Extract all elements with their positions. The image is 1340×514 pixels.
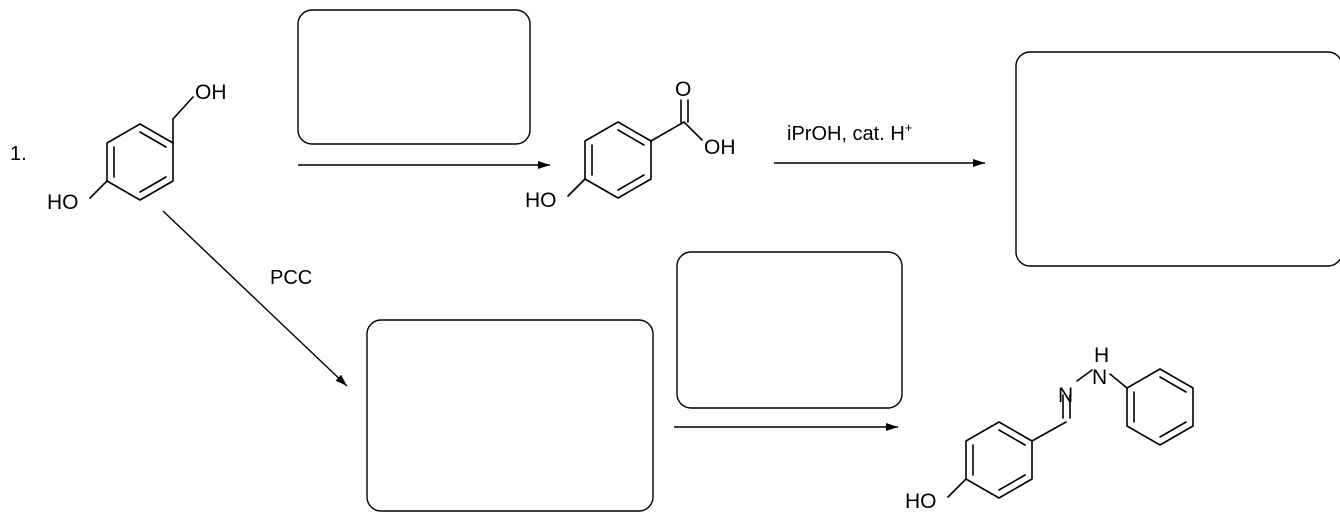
product-4-hydroxybenzoic-acid: O OH HO — [525, 78, 736, 212]
acid-hydroxyl-label: OH — [704, 136, 736, 159]
reaction-arrow-pcc — [162, 210, 348, 387]
imine-nitrogen-label: N — [1058, 384, 1073, 407]
phenol-label: HO — [525, 189, 557, 212]
starting-material-4-hydroxybenzyl-alcohol: OH HO — [47, 81, 227, 214]
pcc-reagent-label: PCC — [270, 267, 312, 289]
carbonyl-oxygen-label: O — [675, 78, 691, 101]
esterification-reagent-text: iPrOH, cat. H — [787, 123, 905, 145]
phenol-label: HO — [47, 191, 79, 214]
phenol-label: HO — [905, 490, 937, 513]
answer-box-aldehyde-product[interactable] — [366, 319, 654, 512]
hydroxyl-label: OH — [195, 81, 227, 104]
amine-nitrogen-label: N — [1092, 366, 1107, 389]
proton-charge-superscript: + — [905, 120, 913, 135]
problem-number: 1. — [10, 143, 27, 165]
esterification-reagent-label: iPrOH, cat. H+ — [787, 120, 912, 145]
answer-box-oxidant[interactable] — [297, 9, 531, 145]
product-phenylhydrazone: N N H HO — [905, 344, 1194, 513]
answer-box-ester-product[interactable] — [1015, 51, 1340, 267]
answer-box-hydrazone-reagent[interactable] — [676, 251, 903, 409]
amine-hydrogen-label: H — [1094, 344, 1109, 367]
